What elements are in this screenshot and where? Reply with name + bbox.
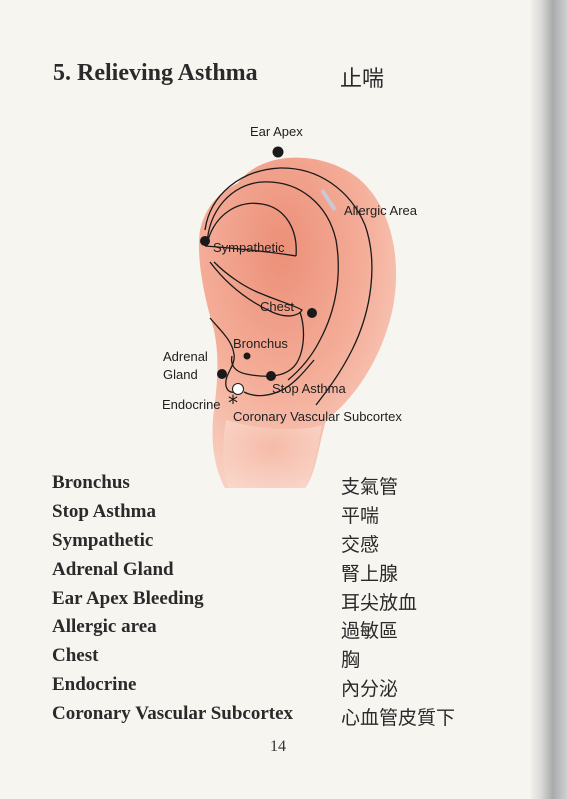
term-row: Coronary Vascular Subcortex 心血管皮質下: [52, 701, 492, 730]
label-chest: Chest: [260, 299, 294, 314]
label-allergic-area: Allergic Area: [344, 203, 418, 218]
term-row: Sympathetic 交感: [52, 528, 492, 557]
term-chinese: 過敏區: [341, 620, 399, 643]
term-english: Coronary Vascular Subcortex: [52, 703, 294, 725]
label-sympathetic: Sympathetic: [213, 240, 285, 255]
antihelix-line: [206, 181, 339, 381]
term-chinese: 內分泌: [341, 678, 399, 701]
page-title: 5. Relieving Asthma: [53, 60, 258, 86]
bronchus-point: [243, 352, 251, 360]
allergic-area-strip: [320, 188, 337, 212]
term-chinese: 心血管皮質下: [341, 707, 456, 730]
term-english: Sympathetic: [52, 529, 154, 551]
term-chinese: 交感: [341, 533, 380, 556]
coronary-asterisk-icon: *: [228, 391, 238, 415]
fossa-line: [207, 202, 297, 257]
label-coronary: Coronary Vascular Subcortex: [233, 409, 402, 424]
tragus-line: [209, 317, 241, 393]
stop-asthma-point: [266, 371, 276, 381]
label-bronchus: Bronchus: [233, 336, 288, 351]
term-row: Chest 胸: [52, 643, 492, 672]
term-chinese: 耳尖放血: [341, 591, 418, 614]
antihelix-crus-line: [204, 245, 297, 257]
label-ear-apex: Ear Apex: [250, 124, 303, 139]
chest-point: [307, 308, 317, 318]
term-chinese: 平喘: [341, 504, 380, 527]
term-row: Adrenal Gland 腎上腺: [52, 557, 492, 586]
term-row: Endocrine 內分泌: [52, 672, 492, 701]
term-row: Bronchus 支氣管: [52, 470, 492, 499]
ear-apex-point: [272, 146, 284, 158]
term-chinese: 胸: [341, 649, 361, 672]
intertragic-line: [243, 359, 315, 397]
term-chinese: 腎上腺: [341, 562, 399, 585]
term-english: Bronchus: [52, 472, 130, 493]
term-english: Endocrine: [52, 674, 137, 696]
adrenal-gland-point: [217, 369, 227, 379]
page-number: 14: [270, 738, 286, 755]
term-row: Ear Apex Bleeding 耳尖放血: [52, 586, 492, 615]
label-stop-asthma: Stop Asthma: [272, 381, 346, 396]
term-english: Ear Apex Bleeding: [52, 587, 204, 609]
term-row: Allergic area 過敏區: [52, 614, 492, 643]
label-endocrine: Endocrine: [162, 397, 221, 412]
book-spine-shadow: [531, 0, 567, 799]
label-adrenal: Adrenal: [163, 349, 208, 364]
sympathetic-point: [200, 236, 210, 246]
term-english: Allergic area: [52, 616, 157, 638]
ear-lobe: [223, 420, 322, 488]
term-english: Chest: [52, 645, 99, 667]
page-title-chinese: 止喘: [340, 67, 385, 92]
term-english: Adrenal Gland: [52, 558, 174, 580]
label-gland: Gland: [163, 367, 198, 382]
term-row: Stop Asthma 平喘: [52, 499, 492, 528]
helix-line: [204, 167, 373, 406]
term-chinese: 支氣管: [341, 476, 399, 498]
ear-outline: [198, 157, 397, 488]
endocrine-point: [232, 383, 244, 395]
term-english: Stop Asthma: [52, 500, 156, 522]
